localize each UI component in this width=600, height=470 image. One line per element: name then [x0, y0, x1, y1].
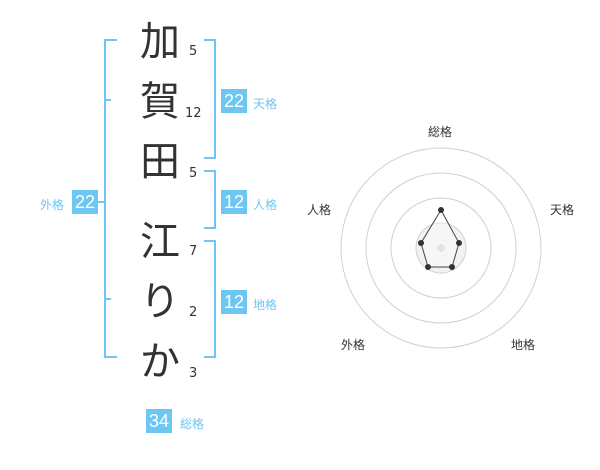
name-char-5: り: [140, 279, 180, 325]
stroke-count-1: 5: [189, 44, 198, 59]
chikaku-label: 地格: [253, 298, 278, 312]
name-char-4: 江: [140, 219, 180, 265]
soukaku-label: 総格: [180, 417, 205, 431]
radar-label-top: 総格: [428, 125, 453, 139]
gaikaku-value-badge: 22: [72, 190, 99, 214]
radar-ring-3: [365, 172, 517, 324]
name-char-1: 加: [140, 19, 180, 65]
radar-ring-4: [340, 147, 542, 349]
stroke-count-2: 12: [185, 106, 202, 121]
stroke-count-6: 3: [189, 366, 198, 381]
radar-point-left: [418, 240, 424, 246]
radar-label-bottom-left: 外格: [341, 338, 366, 352]
name-char-3: 田: [140, 139, 180, 185]
name-char-2: 賀: [140, 79, 180, 125]
chikaku-value-badge: 12: [221, 290, 248, 314]
radar-point-bottom-left: [425, 264, 431, 270]
radar-point-top: [438, 207, 444, 213]
radar-label-left: 人格: [307, 203, 332, 217]
radar-ring-2: [390, 197, 492, 299]
name-char-6: か: [140, 339, 180, 385]
stroke-count-4: 7: [189, 244, 198, 259]
soukaku-value-badge: 34: [146, 409, 173, 433]
radar-label-right: 天格: [550, 203, 575, 217]
jinkaku-label: 人格: [253, 198, 278, 212]
radar-center: [437, 244, 445, 252]
stroke-count-3: 5: [189, 166, 198, 181]
stroke-count-5: 2: [189, 305, 198, 320]
gaikaku-label: 外格: [40, 198, 65, 212]
tenkaku-label: 天格: [253, 97, 278, 111]
radar-point-right: [456, 240, 462, 246]
radar-label-bottom-right: 地格: [511, 338, 536, 352]
radar-point-bottom-right: [449, 264, 455, 270]
jinkaku-value-badge: 12: [221, 190, 248, 214]
tenkaku-value-badge: 22: [221, 89, 248, 113]
radar-shape: [420, 208, 460, 268]
